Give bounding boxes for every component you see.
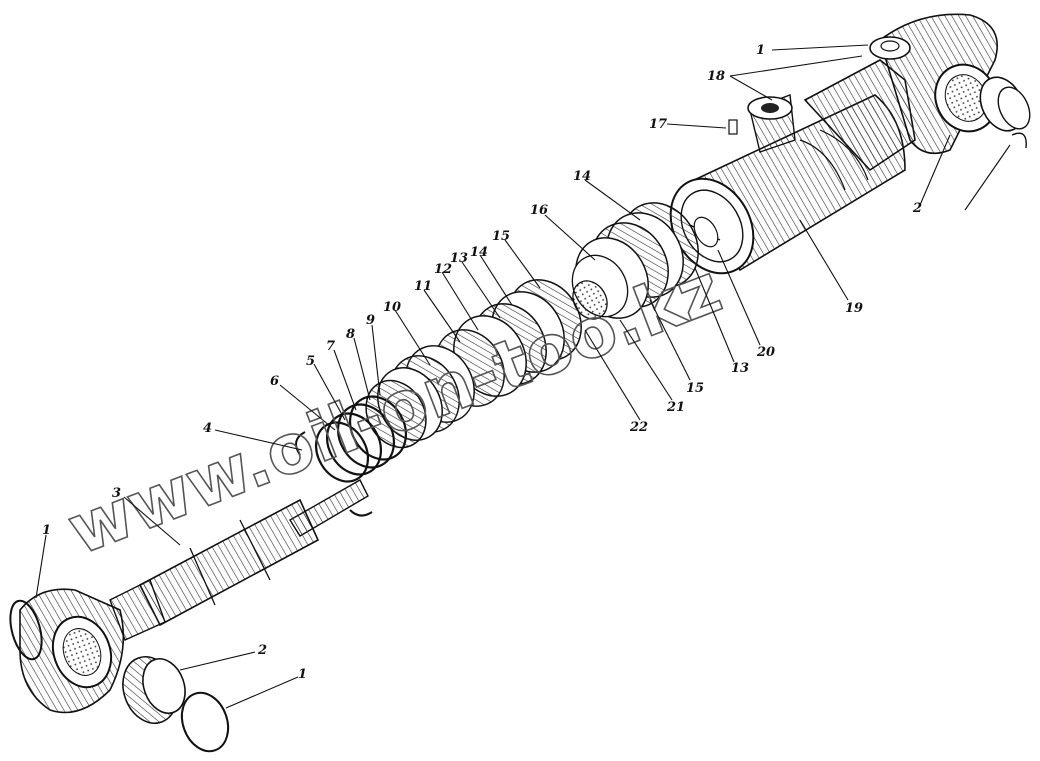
label-13-mid: 13 — [450, 251, 468, 266]
label-15-low: 15 — [686, 381, 704, 396]
label-17: 17 — [649, 117, 667, 132]
label-2-right: 2 — [912, 201, 922, 216]
piston-rod — [9, 479, 369, 753]
label-4: 4 — [203, 421, 212, 436]
label-5: 5 — [306, 354, 315, 369]
label-2-bottom: 2 — [257, 643, 267, 658]
label-1-left: 1 — [42, 523, 51, 538]
part-labels: 1 18 17 14 16 15 14 13 12 11 10 9 8 7 5 … — [42, 43, 922, 682]
label-11: 11 — [414, 279, 432, 294]
label-9: 9 — [366, 313, 375, 328]
leader-lines — [35, 44, 1011, 709]
label-20: 20 — [756, 345, 775, 360]
label-16: 16 — [530, 203, 548, 218]
label-7: 7 — [326, 339, 335, 354]
label-8: 8 — [346, 327, 355, 342]
label-10: 10 — [383, 300, 401, 315]
rear-seal-group — [571, 202, 721, 319]
label-22: 22 — [629, 420, 648, 435]
watermark: www.oil-on-too.kz — [58, 249, 732, 571]
gland-group — [365, 345, 475, 449]
ring-group — [314, 395, 408, 517]
label-14-mid: 14 — [470, 245, 488, 260]
label-14-top: 14 — [573, 169, 591, 184]
label-21: 21 — [666, 400, 685, 415]
label-15-top: 15 — [492, 229, 510, 244]
piston-seal-stack — [295, 202, 721, 517]
label-12: 12 — [434, 262, 452, 277]
label-13-low: 13 — [731, 361, 749, 376]
label-18: 18 — [707, 69, 725, 84]
label-1-bottom: 1 — [298, 667, 307, 682]
label-19: 19 — [845, 301, 863, 316]
label-6: 6 — [270, 374, 279, 389]
label-3: 3 — [112, 486, 121, 501]
label-1-top: 1 — [756, 43, 765, 58]
